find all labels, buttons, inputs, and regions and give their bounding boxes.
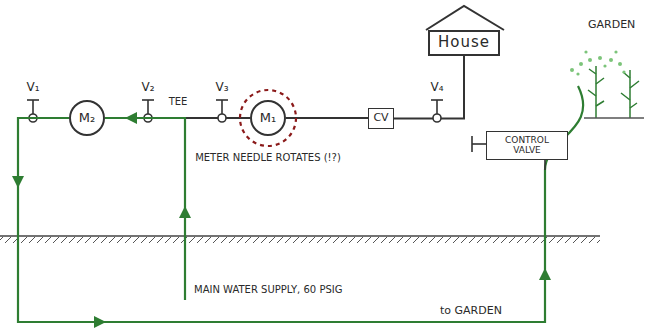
house-box: House [428, 30, 500, 56]
garden-label: GARDEN [586, 18, 637, 31]
ground-line [0, 236, 600, 243]
pipe-connector [394, 56, 464, 119]
pipe-connector [286, 118, 368, 119]
garden-plants [584, 66, 644, 118]
water-spray [570, 50, 626, 75]
valve-label: V₄ [428, 80, 445, 94]
node-text: House [438, 34, 490, 51]
check-valve-box: CV [368, 108, 394, 129]
green-flow [18, 86, 583, 322]
meter-circle: M₂ [69, 100, 105, 136]
valve-label: V₂ [139, 80, 156, 94]
valve-label: V₃ [213, 80, 230, 94]
valve-label: V₁ [24, 80, 41, 94]
meter-note: METER NEEDLE ROTATES (!?) [191, 152, 345, 164]
tee-label: TEE [167, 96, 190, 108]
node-text: CV [373, 112, 388, 125]
node-text: CONTROL VALVE [490, 135, 564, 156]
node-text: M₁ [260, 111, 276, 126]
node-text: M₂ [79, 111, 95, 126]
meter-circle: M₁ [250, 100, 286, 136]
supply-label: MAIN WATER SUPPLY, 60 PSIG [192, 284, 344, 296]
control-valve-box: CONTROL VALVE [486, 131, 568, 160]
flow-arrows [12, 112, 551, 328]
house-roof [426, 6, 504, 30]
rotation-ring [240, 90, 296, 146]
garden-direction-label: to GARDEN [438, 304, 504, 317]
